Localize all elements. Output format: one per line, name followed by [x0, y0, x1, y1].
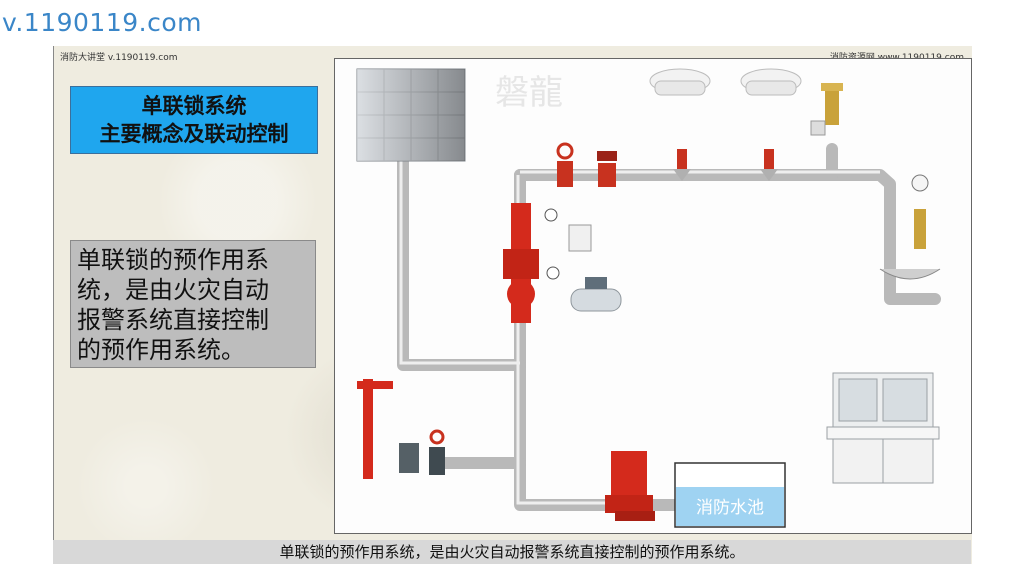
- header-left-text: 消防大讲堂 v.1190119.com: [60, 53, 178, 63]
- title-line-1: 单联锁系统: [141, 94, 247, 118]
- slide: 消防大讲堂 v.1190119.com 消防资源网 www.1190119.co…: [53, 46, 972, 564]
- air-compressor-icon: [570, 277, 622, 312]
- description-line: 的预作用系统。: [77, 336, 245, 364]
- description-line: 报警系统直接控制: [77, 306, 269, 334]
- signal-valve-icon: [597, 151, 617, 187]
- alarm-control-panel-icon: [826, 372, 940, 484]
- logo-watermark: 磐龍: [495, 73, 563, 113]
- sprinkler-head-icon: [760, 149, 778, 181]
- preaction-valve-icon: [503, 203, 560, 323]
- description-line: 单联锁的预作用系: [77, 246, 269, 274]
- title-box: 单联锁系统 主要概念及联动控制: [70, 86, 318, 154]
- pump-adaptor-icon: [357, 379, 393, 479]
- end-test-device-icon: [879, 174, 941, 280]
- water-pool: 消防水池: [674, 462, 786, 528]
- fire-pump-icon: [605, 451, 655, 521]
- exhaust-valve-icon: [810, 83, 843, 136]
- title-line-2: 主要概念及联动控制: [99, 122, 289, 146]
- description-line: 统，是由火灾自动: [77, 276, 269, 304]
- caption-bar: 单联锁的预作用系统，是由火灾自动报警系统直接控制的预作用系统。: [53, 540, 971, 564]
- control-box-icon: [568, 224, 592, 252]
- water-tank-icon: [356, 68, 466, 162]
- check-valve-icon: [399, 443, 419, 473]
- gate-valve-icon: [429, 429, 445, 475]
- pool-label: 消防水池: [696, 498, 764, 518]
- sprinkler-head-icon: [673, 149, 691, 181]
- smoke-detector-icon: [649, 68, 711, 96]
- watermark-url: v.1190119.com: [2, 8, 202, 37]
- diagram-svg: 磐龍: [356, 68, 941, 528]
- gate-valve-icon: [556, 142, 574, 187]
- description-box: 单联锁的预作用系 统，是由火灾自动 报警系统直接控制 的预作用系统。: [70, 240, 316, 368]
- smoke-detector-icon: [740, 68, 802, 96]
- system-diagram: 磐龍: [334, 58, 972, 534]
